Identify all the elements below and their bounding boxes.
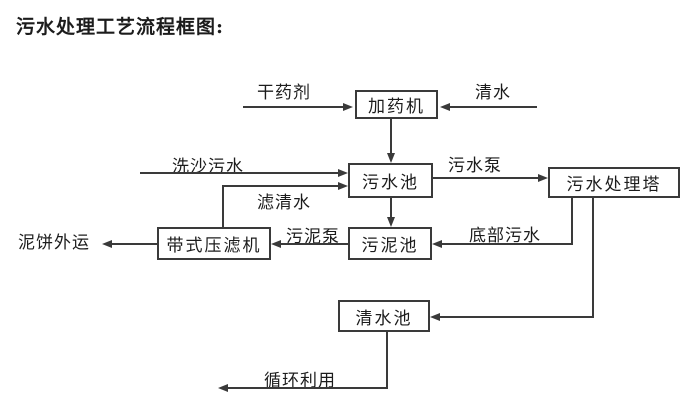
label-filtered-water: 滤清水 [257, 193, 311, 213]
arrowhead-down-icon [387, 217, 395, 227]
node-sludge-pool: 污泥池 [348, 227, 432, 260]
arrow-dry-agent-to-dosing [243, 106, 343, 108]
node-clean-water-pool: 清水池 [338, 300, 430, 332]
arrowhead-left-icon [432, 240, 442, 248]
arrowhead-left-icon [440, 103, 450, 111]
node-sewage-pool: 污水池 [348, 163, 433, 198]
arrowhead-right-icon [538, 174, 548, 182]
label-mud-cake-out: 泥饼外运 [18, 233, 90, 253]
label-sewage-pump: 污水泵 [448, 156, 502, 176]
label-bottom-sewage: 底部污水 [469, 226, 541, 246]
label-dry-agent: 干药剂 [257, 83, 311, 103]
arrowhead-left-icon [218, 384, 228, 392]
arrow-tower-drop [592, 198, 594, 318]
arrowhead-left-icon [271, 240, 281, 248]
arrowhead-right-icon [343, 103, 353, 111]
arrow-clean-pool-drop [386, 332, 388, 389]
arrow-belt-press-to-mud-cake [112, 243, 157, 245]
arrow-bottom-sewage-to-sludge-pool [442, 243, 573, 245]
label-sludge-pump: 污泥泵 [286, 227, 340, 247]
arrow-sand-wash-to-sewage-pool [140, 172, 338, 174]
label-clean-water-in: 清水 [475, 83, 511, 103]
page-title: 污水处理工艺流程框图: [16, 16, 225, 38]
arrow-clean-water-to-dosing [450, 106, 537, 108]
node-dosing-machine: 加药机 [355, 90, 438, 119]
node-belt-filter-press: 带式压滤机 [157, 227, 271, 260]
arrow-dosing-to-sewage-pool [390, 119, 392, 153]
arrowhead-right-icon [338, 169, 348, 177]
arrowhead-left-icon [430, 313, 440, 321]
arrow-filtered-water-to-sewage-pool [222, 185, 338, 187]
arrow-bottom-sewage-drop [571, 198, 573, 245]
arrow-sewage-pool-to-tower [433, 177, 538, 179]
arrow-recycle-use [228, 387, 388, 389]
arrowhead-right-icon [338, 182, 348, 190]
arrow-sludge-pool-to-belt-press [281, 243, 348, 245]
arrowhead-down-icon [387, 153, 395, 163]
arrow-tower-to-clean-pool [440, 316, 594, 318]
label-recycle-use: 循环利用 [264, 371, 336, 391]
arrow-sewage-pool-to-sludge-pool [390, 198, 392, 217]
arrowhead-left-icon [102, 240, 112, 248]
arrow-filtered-water-riser [222, 185, 224, 227]
node-treatment-tower: 污水处理塔 [548, 167, 680, 198]
